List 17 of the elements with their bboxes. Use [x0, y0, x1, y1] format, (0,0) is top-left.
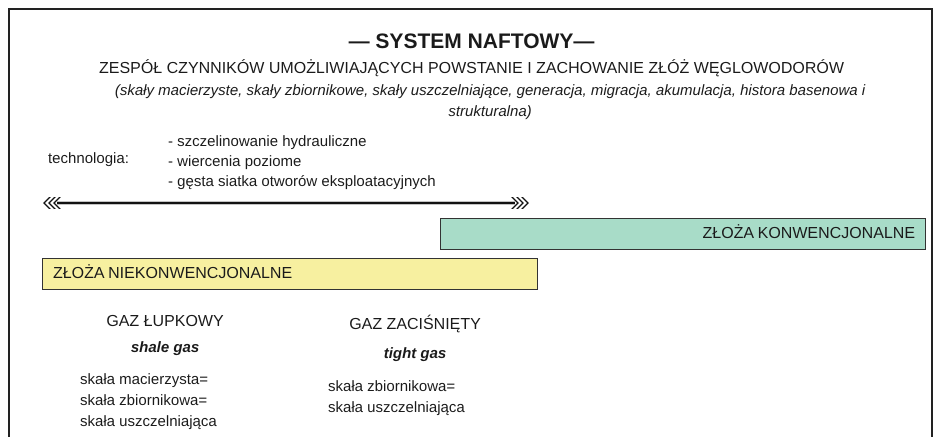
list-item: - szczelinowanie hydrauliczne — [168, 133, 366, 151]
description-text: skała zbiornikowa= skała uszczelniająca — [328, 377, 466, 418]
subtitle: ZESPÓŁ CZYNNIKÓW UMOŻLIWIAJĄCYCH POWSTANIE I ZACHOWANIE ZŁÓŻ WĘGLOWODORÓW — [98, 60, 845, 78]
heading-text: GAZ ŁUPKOWY — [105, 313, 225, 331]
description-text: skała macierzysta= skała zbiornikowa= skała uszczelniająca — [80, 370, 218, 432]
title: — SYSTEM NAFTOWY— — [348, 30, 596, 54]
range-bar — [42, 258, 538, 290]
heading-text: GAZ ZACIŚNIĘTY — [348, 316, 482, 334]
list-item: - gęsta siatka otworów eksploatacyjnych — [168, 173, 436, 191]
range-bar — [440, 218, 926, 250]
bar-label: ZŁOŻA KONWENCJONALNE — [702, 225, 915, 243]
list-item: - wiercenia poziome — [168, 153, 302, 171]
label-text: technologia: — [48, 150, 129, 168]
term-text: shale gas — [130, 339, 200, 357]
note-text: (skały macierzyste, skały zbiornikowe, skały uszczelniające, generacja, migracja, akumulacja, histora basenowa i strukturalna) — [114, 81, 866, 122]
term-text: tight gas — [382, 345, 448, 363]
bar-label: ZŁOŻA NIEKONWENCJONALNE — [53, 265, 292, 283]
